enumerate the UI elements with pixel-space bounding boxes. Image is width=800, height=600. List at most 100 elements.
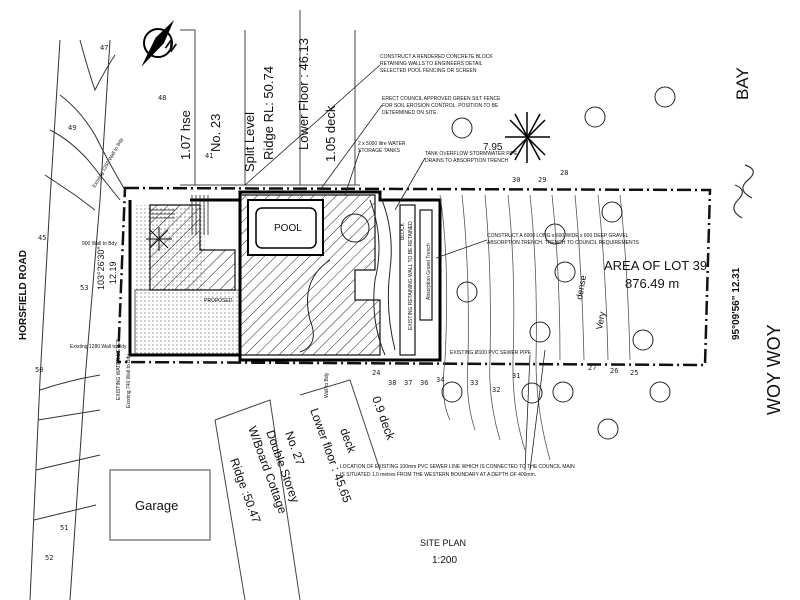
svg-text:32: 32 — [492, 386, 500, 394]
road-left-label: HORSFIELD ROAD — [18, 250, 29, 340]
tree-icon — [544, 223, 566, 245]
bearing-right: 95°09'56" 12.31 — [731, 267, 742, 340]
n23-floor: Lower Floor : 46.13 — [296, 38, 311, 150]
n23-type: Split Level — [242, 112, 257, 172]
note-sewer: EXISTING Ø100 PVC SEWER PIPE — [450, 350, 532, 356]
svg-text:53: 53 — [80, 284, 88, 292]
svg-text:RETAINING WALLS TO ENGINEERS D: RETAINING WALLS TO ENGINEERS DETAIL — [380, 61, 483, 67]
note-absorption: Absorption Gravel Trench — [426, 243, 432, 300]
n27-ridge: Ridge :50.47 — [227, 456, 264, 525]
n23-hse: 1.07 hse — [178, 110, 193, 160]
garage-label: Garage — [135, 498, 178, 513]
n23-ridge: Ridge RL: 50.74 — [261, 66, 276, 160]
absorption-trench — [399, 204, 433, 356]
n27-deck-dim: 0.9 deck — [369, 394, 398, 442]
n23-deck: 1.05 deck — [323, 105, 338, 162]
svg-text:DETERMINED ON SITE.: DETERMINED ON SITE. — [382, 110, 438, 116]
pool-label: POOL — [274, 223, 302, 234]
rl-795: 7.95 — [483, 142, 503, 153]
note-overflow: TANK OVERFLOW STORMWATER PIPE DRAINS TO … — [425, 151, 518, 164]
svg-text:34: 34 — [436, 376, 444, 384]
trees — [441, 86, 676, 440]
svg-text:SELECTED POOL FENCING OR SCREE: SELECTED POOL FENCING OR SCREEN — [380, 68, 477, 74]
svg-text:26: 26 — [610, 367, 618, 375]
neighbor-27-text: No. 27 Double Storey W/Board Cottage Rid… — [227, 394, 398, 525]
svg-text:ERECT COUNCIL APPROVED GREEN S: ERECT COUNCIL APPROVED GREEN SILT FENCE — [382, 96, 501, 102]
svg-text:FOR SOIL EROSION CONTROL. POSI: FOR SOIL EROSION CONTROL. POSITION TO BE — [382, 103, 499, 109]
svg-text:38: 38 — [388, 379, 396, 387]
svg-text:DRAINS TO ABSORPTION TRENCH: DRAINS TO ABSORPTION TRENCH — [425, 158, 508, 164]
pool: POOL — [247, 199, 324, 256]
garden-paths — [299, 194, 396, 356]
svg-text:25: 25 — [630, 369, 638, 377]
svg-text:CONSTRUCT A RENDERED CONCRETE: CONSTRUCT A RENDERED CONCRETE BLOCK — [380, 54, 493, 60]
svg-text:28: 28 — [560, 169, 568, 177]
svg-text:48: 48 — [158, 94, 166, 102]
tree-icon — [654, 86, 676, 108]
small-spiky-tree-icon — [146, 227, 172, 251]
area-box: AREA OF LOT 39 876.49 m — [604, 258, 707, 291]
plan-scale: 1:200 — [432, 555, 457, 566]
street-right-label: WOY WOY — [764, 324, 784, 415]
note-wall-to-bdy: Wall to Bdy — [324, 372, 330, 398]
note-trench: CONSTRUCT A 6000 LONG x 600 WIDE x 600 D… — [487, 233, 640, 246]
tree-icon — [649, 381, 671, 403]
svg-text:STORAGE TANKS: STORAGE TANKS — [358, 148, 401, 154]
tree-icon — [456, 281, 478, 303]
area-label: AREA OF LOT 39 — [604, 258, 707, 273]
svg-text:27: 27 — [588, 364, 596, 372]
stairs — [150, 195, 209, 235]
svg-text:29: 29 — [538, 176, 546, 184]
svg-text:49: 49 — [68, 124, 76, 132]
bearing-left: 103°26'30" — [96, 246, 106, 290]
note-retaining-vertical: EXISTING RETAINING WALL TO BE RETAINED — [408, 221, 414, 330]
tree-icon — [441, 381, 463, 403]
note-740-wall: Existing 740 Wall to Bdy — [126, 354, 132, 408]
svg-text:24: 24 — [372, 369, 380, 377]
road-wave-marks — [733, 164, 754, 219]
svg-text:41: 41 — [205, 152, 213, 160]
tree-icon — [597, 418, 619, 440]
house-thick-outline — [128, 190, 442, 362]
neighbor-27-outline — [109, 379, 381, 600]
lot-boundary — [116, 186, 712, 367]
leader-lines — [244, 64, 546, 471]
neighbor-23-text: 1.07 hse No. 23 Split Level Ridge RL: 50… — [178, 38, 338, 172]
note-900-wall: 900 Wall to Bdy — [82, 241, 117, 247]
frontage-left: 12.19 — [108, 261, 118, 284]
svg-text:IS SITUATED 1.0 metres FROM TH: IS SITUATED 1.0 metres FROM THE WESTERN … — [340, 472, 536, 478]
tree-icon — [521, 382, 543, 404]
svg-text:45: 45 — [38, 234, 46, 242]
note-retaining: CONSTRUCT A RENDERED CONCRETE BLOCK RETA… — [380, 54, 493, 74]
area-value: 876.49 m — [625, 276, 679, 291]
svg-text:2 x 5000 litre WATER: 2 x 5000 litre WATER — [358, 141, 406, 147]
svg-text:37: 37 — [404, 379, 412, 387]
note-silt: ERECT COUNCIL APPROVED GREEN SILT FENCE … — [382, 96, 501, 116]
tree-icon — [552, 381, 574, 403]
svg-text:51: 51 — [60, 524, 68, 532]
spot-levels: 47 48 49 41 45 50 51 52 53 34 33 32 31 3… — [35, 44, 638, 562]
proposed-label: PROPOSED — [204, 298, 233, 304]
svg-text:ABSORPTION TRENCH. TRENCH TO C: ABSORPTION TRENCH. TRENCH TO COUNCIL REQ… — [487, 240, 640, 246]
tree-icon — [529, 321, 551, 343]
svg-text:CONSTRUCT A 6000 LONG x 600 WI: CONSTRUCT A 6000 LONG x 600 WIDE x 600 D… — [487, 233, 629, 239]
svg-text:31: 31 — [512, 372, 520, 380]
tree-icon — [554, 261, 576, 283]
n27-deck: deck — [337, 426, 359, 456]
svg-text:36: 36 — [420, 379, 428, 387]
spiky-tree-icon — [505, 112, 550, 163]
tree-icon — [601, 201, 623, 223]
north-arrow-icon: N — [141, 20, 180, 67]
note-tanks: 2 x 5000 litre WATER STORAGE TANKS — [358, 141, 406, 154]
road-edge-lines — [29, 39, 126, 600]
dense-label: dense — [574, 274, 588, 300]
tree-icon — [584, 106, 606, 128]
svg-text:50: 50 — [35, 366, 43, 374]
street-top-label: BAY — [733, 67, 752, 100]
svg-text:33: 33 — [470, 379, 478, 387]
scrub-label: Very — [594, 310, 607, 330]
svg-text:30: 30 — [512, 176, 520, 184]
n27-floor: Lower floor : 45.65 — [307, 406, 354, 504]
svg-text:TANK OVERFLOW STORMWATER PIPE: TANK OVERFLOW STORMWATER PIPE — [425, 151, 518, 157]
